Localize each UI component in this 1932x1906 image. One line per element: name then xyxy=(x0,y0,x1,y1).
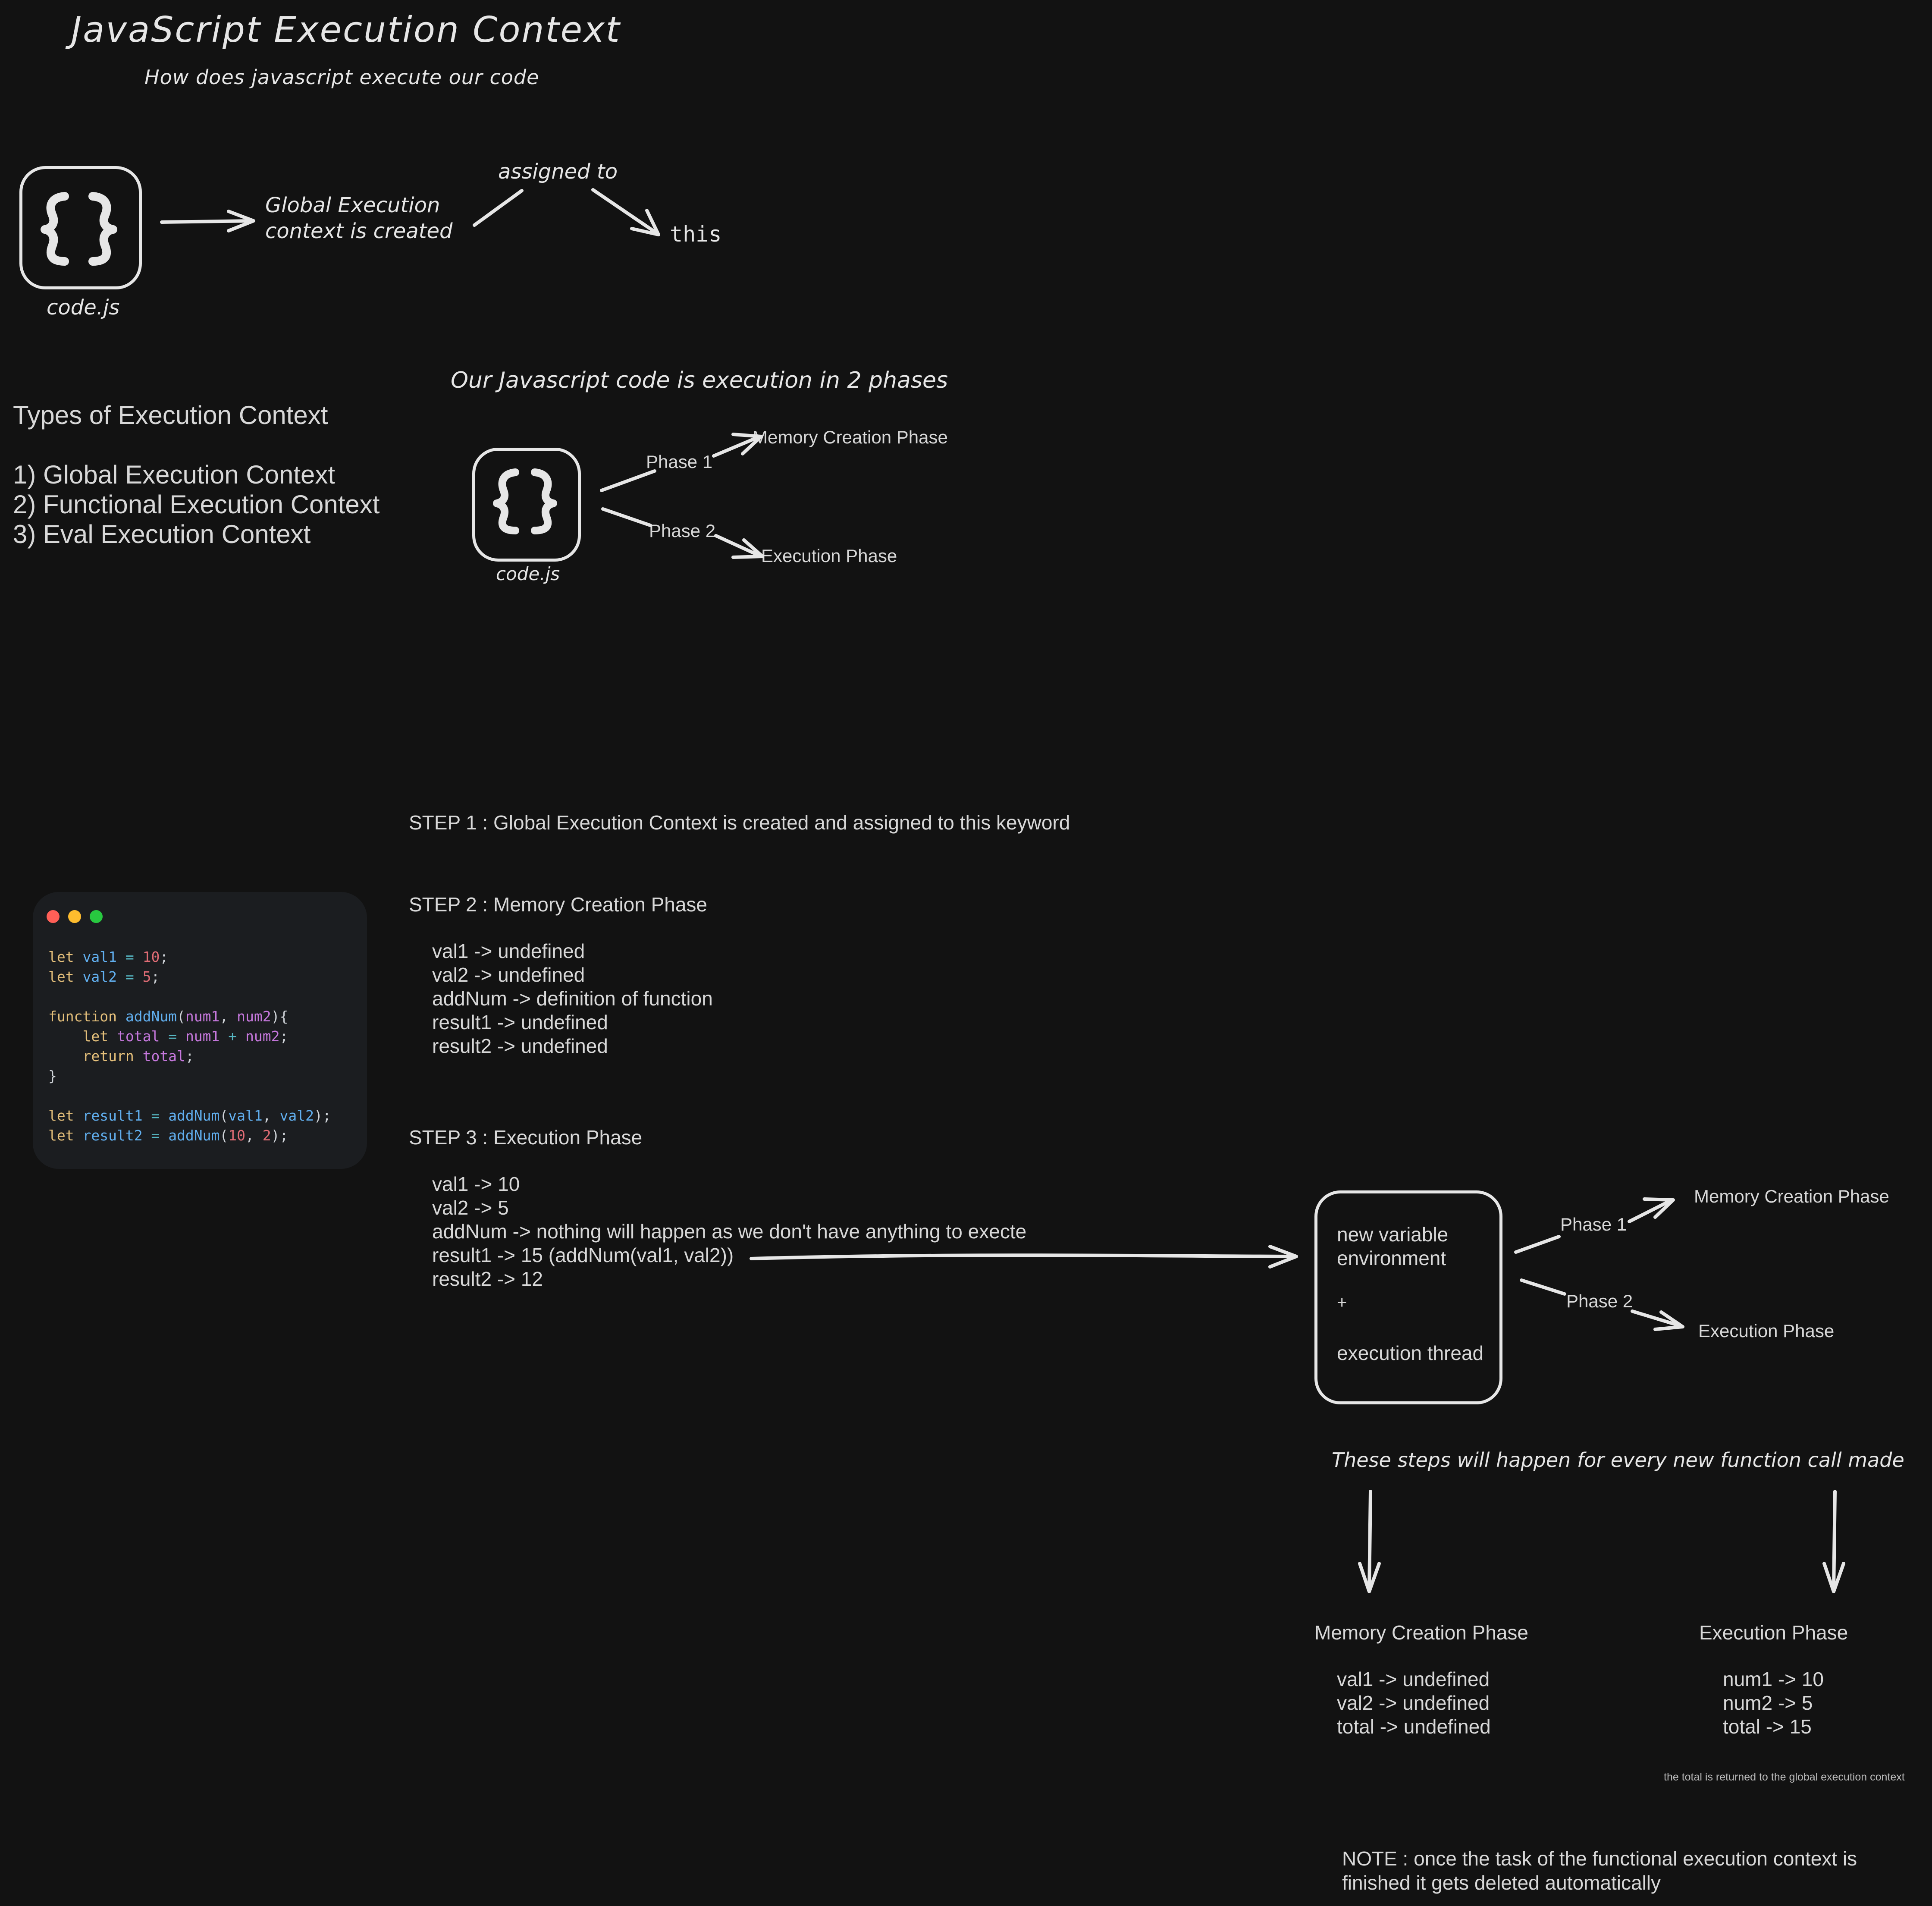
code-line: function addNum(num1, num2){ xyxy=(48,1008,289,1025)
execution-column-heading: Execution Phase xyxy=(1699,1621,1848,1644)
step3-item: result2 -> 12 xyxy=(432,1268,543,1290)
code-file-icon-2 xyxy=(472,448,581,562)
code-line: let total = num1 + num2; xyxy=(82,1028,289,1045)
page-title: JavaScript Execution Context xyxy=(71,9,621,50)
memory-column-item: val2 -> undefined xyxy=(1337,1692,1490,1714)
memory-column-item: total -> undefined xyxy=(1337,1715,1491,1738)
code-line: let result1 = addNum(val1, val2); xyxy=(48,1107,331,1124)
type-item-functional: 2) Functional Execution Context xyxy=(13,490,380,519)
step2-item: result2 -> undefined xyxy=(432,1035,608,1057)
code-file-label: code.js xyxy=(47,295,120,320)
execution-column-item: num1 -> 10 xyxy=(1723,1668,1824,1690)
code-file-label-2: code.js xyxy=(496,563,560,584)
execution-phase-label: Execution Phase xyxy=(761,546,897,566)
fc-phase1-label: Phase 1 xyxy=(1560,1214,1627,1234)
fc-phase1-arrow xyxy=(1628,1197,1675,1223)
window-minimize-dot xyxy=(68,910,81,923)
arrow-to-global-context xyxy=(160,210,255,232)
memory-column-heading: Memory Creation Phase xyxy=(1314,1621,1528,1644)
down-arrow-execution xyxy=(1822,1490,1845,1593)
step3-list: val1 -> 10 val2 -> 5 addNum -> nothing w… xyxy=(432,1172,1026,1291)
code-line: } xyxy=(48,1068,57,1084)
code-block: let val1 = 10; let val2 = 5; function add… xyxy=(48,947,331,1146)
window-close-dot xyxy=(47,910,60,923)
types-heading: Types of Execution Context xyxy=(13,401,328,430)
assigned-to-label: assigned to xyxy=(498,160,618,184)
box-line-environment: environment xyxy=(1337,1247,1446,1269)
curly-braces-icon xyxy=(41,192,117,266)
step2-item: val1 -> undefined xyxy=(432,940,585,962)
memory-column-item: val1 -> undefined xyxy=(1337,1668,1490,1690)
phase2-arrow xyxy=(714,534,764,559)
this-keyword-label: this xyxy=(670,222,722,247)
box-line-thread: execution thread xyxy=(1337,1342,1484,1364)
execution-column-list: num1 -> 10 num2 -> 5 total -> 15 xyxy=(1723,1667,1824,1739)
step3-item: addNum -> nothing will happen as we don'… xyxy=(432,1220,1027,1243)
fc-phase2-label: Phase 2 xyxy=(1566,1291,1633,1311)
final-note-line2: finished it gets deleted automatically xyxy=(1342,1871,1661,1894)
phase1-arrow xyxy=(712,433,763,458)
steps-note: These steps will happen for every new fu… xyxy=(1332,1448,1904,1472)
fc-execution-label: Execution Phase xyxy=(1698,1321,1835,1341)
memory-column-list: val1 -> undefined val2 -> undefined tota… xyxy=(1337,1667,1491,1739)
box-line-variable: new variable xyxy=(1337,1223,1449,1246)
step3-item: result1 -> 15 (addNum(val1, val2)) xyxy=(432,1244,734,1266)
phase1-label: Phase 1 xyxy=(646,452,713,472)
phase2-line xyxy=(601,507,652,527)
returned-note: the total is returned to the global exec… xyxy=(1664,1771,1905,1783)
code-line: let val2 = 5; xyxy=(48,968,160,985)
window-maximize-dot xyxy=(90,910,103,923)
code-file-icon xyxy=(19,166,142,289)
line-to-assigned xyxy=(473,189,524,227)
step2-item: addNum -> definition of function xyxy=(432,987,713,1010)
final-note-line1: NOTE : once the task of the functional e… xyxy=(1342,1847,1857,1870)
box-plus: + xyxy=(1337,1293,1347,1312)
global-context-line2: context is created xyxy=(265,219,453,243)
memory-phase-label: Memory Creation Phase xyxy=(753,427,948,447)
type-item-eval: 3) Eval Execution Context xyxy=(13,520,311,549)
fc-memory-label: Memory Creation Phase xyxy=(1694,1186,1889,1206)
page-subtitle: How does javascript execute our code xyxy=(144,66,539,89)
fc-phase2-arrow xyxy=(1631,1309,1684,1331)
arrow-to-function-context xyxy=(750,1245,1298,1269)
step2-item: val2 -> undefined xyxy=(432,964,585,986)
step2-heading: STEP 2 : Memory Creation Phase xyxy=(409,893,707,916)
phases-heading: Our Javascript code is execution in 2 ph… xyxy=(451,367,948,393)
down-arrow-memory xyxy=(1358,1490,1381,1593)
phase2-label: Phase 2 xyxy=(649,521,716,541)
step3-item: val1 -> 10 xyxy=(432,1173,520,1195)
code-editor-card: let val1 = 10; let val2 = 5; function add… xyxy=(33,892,367,1169)
type-item-global: 1) Global Execution Context xyxy=(13,460,336,489)
phase1-line xyxy=(600,469,656,492)
execution-column-item: total -> 15 xyxy=(1723,1715,1812,1738)
step2-item: result1 -> undefined xyxy=(432,1011,608,1033)
arrow-to-this xyxy=(591,188,660,236)
code-line: let result2 = addNum(10, 2); xyxy=(48,1127,289,1144)
step2-list: val1 -> undefined val2 -> undefined addN… xyxy=(432,939,713,1058)
global-context-line1: Global Execution xyxy=(265,193,440,217)
step3-item: val2 -> 5 xyxy=(432,1196,509,1219)
curly-braces-icon-2 xyxy=(493,468,557,534)
code-line: let val1 = 10; xyxy=(48,948,169,965)
step3-heading: STEP 3 : Execution Phase xyxy=(409,1126,643,1149)
fc-phase1-line xyxy=(1514,1235,1561,1254)
function-context-box xyxy=(1314,1190,1502,1404)
execution-column-item: num2 -> 5 xyxy=(1723,1692,1813,1714)
fc-phase2-line xyxy=(1520,1278,1566,1296)
step1-text: STEP 1 : Global Execution Context is cre… xyxy=(409,811,1070,834)
code-line: return total; xyxy=(82,1048,194,1064)
